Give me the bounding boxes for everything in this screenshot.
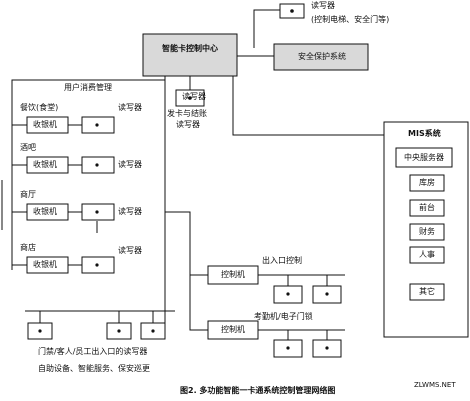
top-reader-sublabel: (控制电梯、安全门等) <box>311 15 390 24</box>
gate-reader-1-dot <box>286 292 290 296</box>
top-reader-dot <box>290 9 294 13</box>
attendance-controller <box>207 320 259 340</box>
attendance-title: 考勤机/电子门锁 <box>254 312 313 321</box>
mis-module-1 <box>409 174 445 192</box>
link-central-left-group <box>11 79 165 270</box>
gate-controller <box>207 265 259 285</box>
gate-controller-label: 控制机 <box>221 270 245 279</box>
station-2-device-label: 收银机 <box>33 160 57 169</box>
link-central-mis <box>232 76 384 136</box>
mis-server-box <box>395 147 453 168</box>
link-central-top-reader <box>253 9 280 48</box>
mis-module-5 <box>409 283 445 301</box>
station-2-reader-dot <box>95 163 99 167</box>
top-reader-label: 读写器 <box>311 1 335 10</box>
mis-module-5-label: 其它 <box>419 287 435 296</box>
station-3-reader-label: 读写器 <box>118 207 142 216</box>
mis-module-4-label: 人事 <box>419 250 435 259</box>
bottom-reader-1-dot <box>38 329 42 333</box>
mis-module-3 <box>409 223 445 241</box>
mis-module-1-label: 库房 <box>419 178 435 187</box>
station-3-device <box>26 203 69 221</box>
station-3-reader-dot <box>95 210 99 214</box>
station-1-device-label: 收银机 <box>33 120 57 129</box>
station-4-device <box>26 256 69 274</box>
bottom-note-line2: 自助设备、智能服务、保安巡更 <box>38 364 150 373</box>
bottom-reader-3-dot <box>151 329 155 333</box>
mis-title: MIS系统 <box>408 129 441 138</box>
mis-server-label: 中央服务器 <box>404 153 444 162</box>
central-box <box>142 33 238 77</box>
watermark: ZLWMS.NET <box>414 381 456 389</box>
approval-label-2: 读写器 <box>176 120 200 129</box>
station-4-name: 商店 <box>20 243 36 252</box>
station-4-device-label: 收银机 <box>33 260 57 269</box>
station-2-name: 酒吧 <box>20 143 36 152</box>
mis-module-3-label: 财务 <box>419 227 435 236</box>
central-label: 智能卡控制中心 <box>162 44 218 53</box>
figure-caption: 图2. 多功能智能一卡通系统控制管理网络图 <box>180 386 336 395</box>
station-4-reader-label: 读写器 <box>118 246 142 255</box>
station-4-reader-dot <box>95 263 99 267</box>
bottom-note-line1: 门禁/客人/员工出入口的读写器 <box>38 347 148 356</box>
link-trunk-attendance <box>189 275 208 331</box>
station-1-reader-label: 读写器 <box>118 103 142 112</box>
station-2-device <box>26 156 69 174</box>
station-3-name: 商厅 <box>20 190 36 199</box>
right-center-reader-label: 读写器 <box>182 92 206 101</box>
gate-title: 出入口控制 <box>262 256 302 265</box>
mis-module-2 <box>409 199 445 217</box>
attendance-reader-2-dot <box>325 346 329 350</box>
attendance-controller-label: 控制机 <box>221 325 245 334</box>
station-3-device-label: 收银机 <box>33 207 57 216</box>
station-2-reader-label: 读写器 <box>118 160 142 169</box>
station-1-device <box>26 116 69 134</box>
mis-module-2-label: 前台 <box>419 203 435 212</box>
security-box <box>273 43 369 71</box>
attendance-reader-1-dot <box>286 346 290 350</box>
station-1-name: 餐饮(食堂) <box>20 103 59 112</box>
approval-reader-dot <box>188 96 192 100</box>
link-trunk-gate <box>165 211 208 276</box>
gate-reader-2-dot <box>325 292 329 296</box>
station-1-reader-dot <box>95 123 99 127</box>
approval-label-1: 发卡与结账 <box>167 109 207 118</box>
left-group-title: 用户消费管理 <box>64 83 112 92</box>
bottom-reader-2-dot <box>117 329 121 333</box>
mis-module-4 <box>409 246 445 264</box>
security-label: 安全保护系统 <box>298 52 346 61</box>
